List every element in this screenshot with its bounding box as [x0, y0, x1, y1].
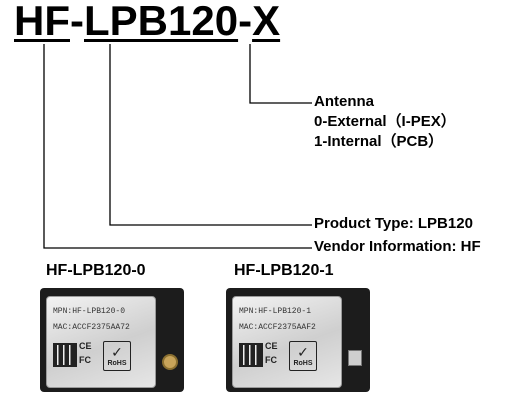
ce-mark: CE: [265, 341, 278, 351]
module-1-photo: MPN:HF-LPB120-1 MAC:ACCF2375AAF2 CE FC ✓…: [226, 288, 370, 392]
antenna-heading: Antenna: [314, 93, 374, 110]
antenna-external-option: 0-External（I-PEX）: [314, 113, 456, 130]
vendor-code: HF: [14, 0, 70, 44]
qr-code-icon: [239, 343, 263, 367]
check-icon: ✓: [111, 344, 123, 360]
mac-text: MAC:ACCF2375AAF2: [239, 323, 316, 332]
vendor-connector: [43, 44, 312, 249]
rohs-mark: ✓RoHS: [289, 341, 317, 371]
mpn-text: MPN:HF-LPB120-1: [239, 307, 312, 316]
qr-code-icon: [53, 343, 77, 367]
separator: -: [238, 0, 253, 44]
ce-mark: CE: [79, 341, 92, 351]
rf-shield: MPN:HF-LPB120-1 MAC:ACCF2375AAF2 CE FC ✓…: [232, 296, 342, 388]
part-number-title: HF-LPB120-X: [14, 0, 280, 46]
pcb-antenna-icon: [348, 350, 362, 366]
option-connector: [249, 44, 312, 104]
mac-text: MAC:ACCF2375AA72: [53, 323, 130, 332]
rohs-mark: ✓RoHS: [103, 341, 131, 371]
module-0-title: HF-LPB120-0: [46, 262, 146, 279]
rohs-text: RoHS: [293, 360, 313, 367]
module-0-photo: MPN:HF-LPB120-0 MAC:ACCF2375AA72 CE FC ✓…: [40, 288, 184, 392]
ipex-connector-icon: [162, 354, 178, 370]
rf-shield: MPN:HF-LPB120-0 MAC:ACCF2375AA72 CE FC ✓…: [46, 296, 156, 388]
fc-mark: FC: [79, 355, 91, 365]
separator: -: [70, 0, 84, 44]
fc-mark: FC: [265, 355, 277, 365]
mpn-text: MPN:HF-LPB120-0: [53, 307, 126, 316]
option-code: X: [252, 0, 281, 44]
rohs-text: RoHS: [107, 360, 127, 367]
product-connector: [109, 44, 312, 226]
check-icon: ✓: [297, 344, 309, 360]
module-1-title: HF-LPB120-1: [234, 262, 334, 279]
product-code: LPB120: [84, 0, 239, 44]
product-type-label: Product Type: LPB120: [314, 215, 473, 232]
vendor-info-label: Vendor Information: HF: [314, 238, 481, 255]
antenna-internal-option: 1-Internal（PCB）: [314, 133, 444, 150]
